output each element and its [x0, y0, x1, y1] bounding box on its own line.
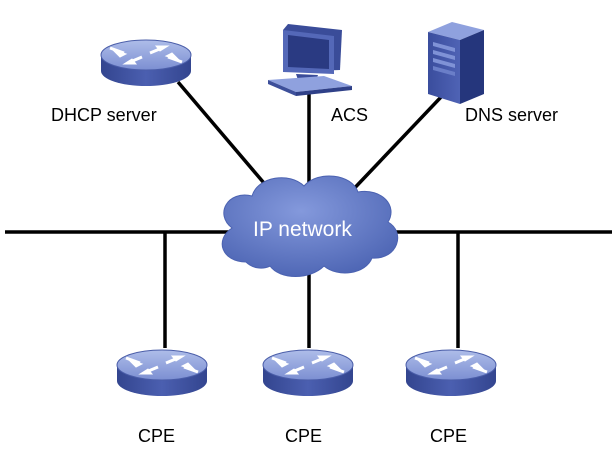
- cpe3-router-icon: [404, 348, 498, 398]
- acs-label: ACS: [331, 105, 369, 125]
- dhcp-server-label: DHCP server: [51, 105, 157, 125]
- cpe2-label: CPE: [285, 426, 323, 446]
- ip-network-label: IP network: [253, 218, 352, 241]
- cpe1-label: CPE: [138, 426, 176, 446]
- link-dhcp: [176, 80, 277, 198]
- dns-server-tower-icon: [428, 22, 484, 104]
- link-dns: [345, 94, 444, 198]
- dns-server-label: DNS server: [465, 105, 559, 125]
- ip-network-cloud: [221, 175, 399, 277]
- cpe3-label: CPE: [430, 426, 468, 446]
- acs-computer-icon: [268, 24, 352, 96]
- cpe2-router-icon: [261, 348, 355, 398]
- cpe1-router-icon: [115, 348, 209, 398]
- dhcp-router-icon: [99, 38, 193, 88]
